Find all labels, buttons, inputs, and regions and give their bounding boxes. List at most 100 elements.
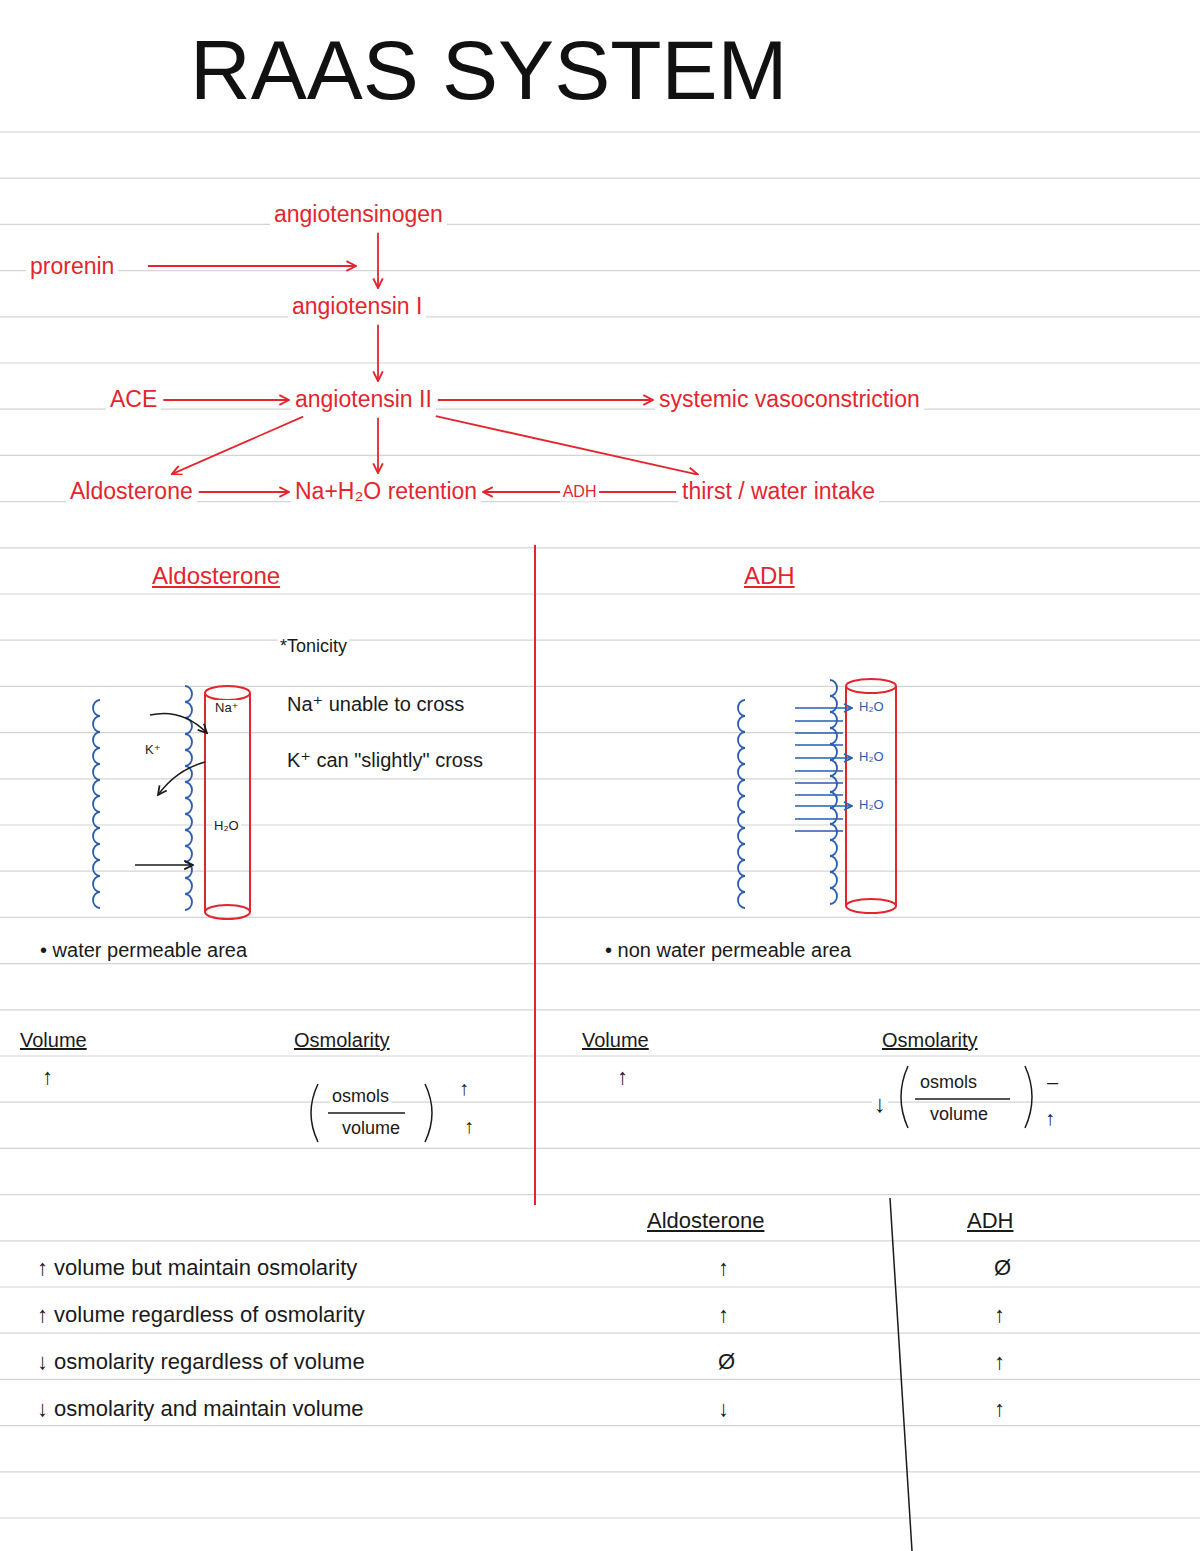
flow-text: Na+H₂O retention xyxy=(295,477,477,506)
ruled-line xyxy=(0,732,1200,733)
ruled-line xyxy=(0,224,1200,225)
flow-term: Na+H₂O retention xyxy=(291,475,481,508)
ruled-line xyxy=(0,1148,1200,1149)
note-text: ↓ xyxy=(716,1396,731,1422)
ruled-line xyxy=(0,1009,1200,1010)
ruled-lines xyxy=(0,132,1200,1518)
flow-arrow xyxy=(172,417,303,475)
edge-label: ADH xyxy=(560,482,600,501)
flow-text: angiotensinogen xyxy=(274,200,443,229)
membrane-line xyxy=(830,680,837,904)
flow-arrow xyxy=(199,491,289,493)
flow-text: angiotensin I xyxy=(292,292,422,321)
note-text: Aldosterone xyxy=(150,562,282,591)
note-text: ↑ xyxy=(457,1076,471,1100)
table-divider xyxy=(890,1198,912,1551)
note-text: Na⁺ xyxy=(213,700,240,716)
note-text: ADH xyxy=(742,562,797,591)
note-text: volume xyxy=(928,1104,990,1126)
flow-text: ACE xyxy=(110,385,157,414)
ruled-line xyxy=(0,1194,1200,1195)
ruled-line xyxy=(0,316,1200,317)
flow-term: angiotensin II xyxy=(291,383,436,416)
fraction-marks xyxy=(311,1066,1032,1142)
note-text: Na⁺ unable to cross xyxy=(285,692,466,716)
ruled-line xyxy=(0,963,1200,964)
note-text: Volume xyxy=(580,1028,651,1052)
ruled-line xyxy=(0,1055,1200,1056)
ruled-line xyxy=(0,547,1200,548)
ruled-line xyxy=(0,1425,1200,1426)
ruled-line xyxy=(0,593,1200,594)
ruled-line xyxy=(0,1102,1200,1103)
note-text: H₂O xyxy=(857,749,886,765)
water-arrows xyxy=(795,708,852,831)
note-text: ↓ osmolarity regardless of volume xyxy=(35,1349,367,1375)
flow-term: systemic vasoconstriction xyxy=(655,383,924,416)
ruled-line xyxy=(0,1240,1200,1241)
ruled-line xyxy=(0,1379,1200,1380)
ruled-line xyxy=(0,178,1200,179)
flow-term: ACE xyxy=(106,383,161,416)
panel-divider xyxy=(534,545,536,1205)
flow-text: thirst / water intake xyxy=(682,477,875,506)
flow-arrow xyxy=(377,418,379,473)
note-text: Osmolarity xyxy=(880,1028,980,1052)
note-text: ↑ xyxy=(462,1114,476,1138)
ruled-line xyxy=(0,824,1200,825)
note-text: ↑ xyxy=(1043,1106,1057,1130)
note-text: ↑ xyxy=(615,1064,630,1090)
ruled-line xyxy=(0,1333,1200,1334)
note-text: ↑ xyxy=(716,1255,731,1281)
flow-term: angiotensinogen xyxy=(270,198,447,231)
flow-arrow xyxy=(436,416,698,474)
ruled-line xyxy=(0,1517,1200,1518)
note-text: ADH xyxy=(965,1208,1015,1234)
membrane-line xyxy=(93,700,100,908)
ruled-line xyxy=(0,409,1200,410)
note-text: H₂O xyxy=(857,699,886,715)
page-title: RAAS SYSTEM xyxy=(190,22,787,119)
prorenin-arrow xyxy=(148,265,356,267)
ion-arrows xyxy=(135,713,207,865)
ruled-line xyxy=(0,871,1200,872)
ruled-line xyxy=(0,362,1200,363)
note-text: • non water permeable area xyxy=(603,938,853,962)
ruled-line xyxy=(0,917,1200,918)
note-text: ↑ xyxy=(716,1302,731,1328)
flow-text: systemic vasoconstriction xyxy=(659,385,920,414)
note-text: osmols xyxy=(918,1072,979,1094)
flow-arrow xyxy=(163,399,289,401)
note-text: ↓ xyxy=(872,1090,888,1119)
ruled-line xyxy=(0,455,1200,456)
note-text: Ø xyxy=(992,1255,1013,1281)
ruled-line xyxy=(0,1286,1200,1287)
note-text: K⁺ can "slightly" cross xyxy=(285,748,485,772)
ruled-line xyxy=(0,778,1200,779)
note-text: Ø xyxy=(716,1349,737,1375)
note-text: ↑ xyxy=(992,1302,1007,1328)
note-text: Aldosterone xyxy=(645,1208,766,1234)
note-text: H₂O xyxy=(857,797,886,813)
ruled-line xyxy=(0,640,1200,641)
note-text: K⁺ xyxy=(143,742,163,758)
ruled-line xyxy=(0,686,1200,687)
note-text: ↑ volume regardless of osmolarity xyxy=(35,1302,367,1328)
note-text: *Tonicity xyxy=(278,636,349,658)
flow-text: angiotensin II xyxy=(295,385,432,414)
flow-arrow xyxy=(377,233,379,288)
note-text: – xyxy=(1045,1070,1060,1094)
membrane-line xyxy=(738,700,745,908)
note-text: • water permeable area xyxy=(38,938,249,962)
note-text: osmols xyxy=(330,1086,391,1108)
ruled-line xyxy=(0,131,1200,132)
note-text: ↑ xyxy=(992,1349,1007,1375)
note-text: ↓ osmolarity and maintain volume xyxy=(35,1396,365,1422)
flow-arrow xyxy=(438,399,653,401)
flow-term: Aldosterone xyxy=(66,475,197,508)
flow-term: angiotensin I xyxy=(288,290,426,323)
ruled-line xyxy=(0,270,1200,271)
note-text: ↑ volume but maintain osmolarity xyxy=(35,1255,359,1281)
flow-text: Aldosterone xyxy=(70,477,193,506)
flow-text: prorenin xyxy=(30,252,114,281)
